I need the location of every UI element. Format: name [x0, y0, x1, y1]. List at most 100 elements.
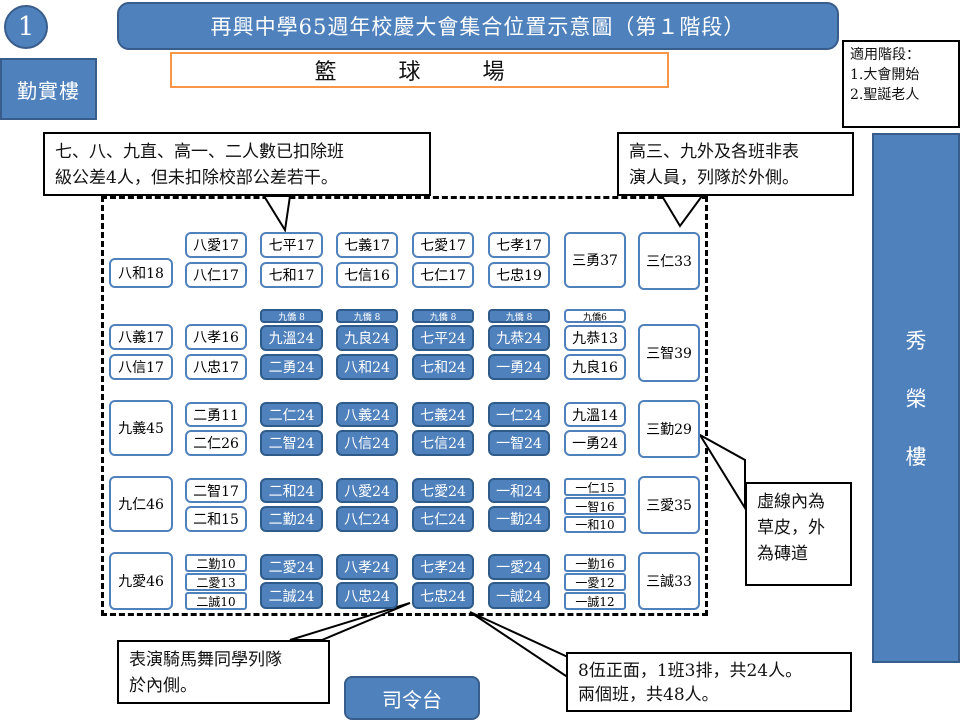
class-cell: 三愛35	[638, 476, 700, 534]
class-cell: 九義45	[109, 400, 173, 456]
class-cell: 一勇24	[488, 354, 550, 380]
callout-text: 演人員，列隊於外側。	[629, 168, 799, 188]
building-xiurong-char: 樓	[905, 445, 927, 469]
callout-text: 草皮，外	[757, 518, 825, 538]
class-cell: 三誠33	[638, 552, 700, 610]
class-cell: 二智17	[185, 478, 247, 503]
class-cell: 三智39	[638, 324, 700, 382]
callout-text: 虛線內為	[757, 492, 825, 512]
pointer-top-left	[262, 195, 292, 233]
stage-number-badge: 1	[4, 5, 48, 49]
class-cell: 八忠24	[336, 582, 398, 609]
callout-text: 級公差4人，但未扣除校部公差若干。	[55, 168, 338, 188]
class-cell: 七義24	[412, 402, 474, 427]
class-cell: 八信17	[109, 354, 173, 380]
callout-bottom-left: 表演騎馬舞同學列隊 於內側。	[117, 640, 330, 704]
class-cell: 七和17	[260, 262, 323, 288]
diagram-title: 再興中學65週年校慶大會集合位置示意圖（第１階段）	[117, 2, 839, 50]
class-cell-small: 九僑6	[564, 309, 626, 323]
class-cell: 三勤29	[638, 400, 700, 458]
basketball-court: 籃 球 場	[170, 52, 669, 88]
building-xiurong-char: 榮	[905, 387, 927, 411]
class-cell: 九溫24	[260, 325, 323, 351]
class-cell-small: 九僑 8	[488, 309, 550, 323]
class-cell: 七和24	[412, 354, 474, 380]
class-cell: 一愛24	[488, 554, 550, 580]
phase-heading: 適用階段：	[850, 47, 920, 63]
class-cell: 二仁24	[260, 402, 323, 427]
class-cell: 九愛46	[109, 552, 173, 610]
class-cell: 七信24	[412, 430, 474, 456]
class-cell: 一仁15	[564, 478, 626, 496]
class-cell: 一愛12	[564, 573, 626, 591]
pointer-top-right	[660, 195, 704, 228]
class-cell: 二誠24	[260, 582, 323, 609]
class-cell-small: 九僑 8	[260, 309, 323, 323]
callout-bottom-right: 8伍正面，1班3排，共24人。 兩個班，共48人。	[566, 652, 852, 712]
class-cell: 七孝24	[412, 554, 474, 580]
class-cell: 二和24	[260, 478, 323, 503]
class-cell: 九恭13	[564, 325, 626, 351]
class-cell: 一仁24	[488, 402, 550, 427]
class-cell: 八孝24	[336, 554, 398, 580]
callout-top-right: 高三、九外及各班非表 演人員，列隊於外側。	[617, 132, 854, 196]
class-cell: 二和15	[185, 506, 247, 532]
class-cell: 七信16	[336, 262, 398, 288]
class-cell: 八義24	[336, 402, 398, 427]
callout-text: 兩個班，共48人。	[578, 685, 719, 705]
class-cell: 八仁17	[185, 262, 247, 288]
class-cell: 二勇11	[185, 402, 247, 427]
class-cell: 三勇37	[564, 232, 626, 288]
class-cell: 一勤16	[564, 554, 626, 572]
class-cell: 八義17	[109, 324, 173, 350]
class-cell: 七平24	[412, 325, 474, 351]
callout-text: 8伍正面，1班3排，共24人。	[578, 661, 803, 681]
class-cell: 七愛17	[412, 232, 474, 258]
class-cell: 二智24	[260, 430, 323, 456]
class-cell: 二誠10	[185, 592, 247, 610]
class-cell-small: 九僑 8	[412, 309, 474, 323]
pointer-right	[697, 432, 746, 512]
lawn-boundary	[101, 196, 708, 616]
class-cell: 七忠24	[412, 582, 474, 609]
class-cell: 一和10	[564, 516, 626, 533]
phase-item-1: 1.大會開始	[850, 67, 920, 83]
class-cell: 一勤24	[488, 506, 550, 532]
phase-item-2: 2.聖誕老人	[850, 87, 920, 103]
class-cell: 二勤10	[185, 554, 247, 572]
class-cell: 二勇24	[260, 354, 323, 380]
building-xiurong-char: 秀	[905, 329, 927, 353]
class-cell: 一智24	[488, 430, 550, 456]
class-cell: 一誠24	[488, 582, 550, 609]
class-cell: 七仁24	[412, 506, 474, 532]
class-cell: 二勤24	[260, 506, 323, 532]
class-cell: 二愛13	[185, 573, 247, 591]
pointer-bottom-right	[469, 611, 574, 682]
class-cell: 八愛24	[336, 478, 398, 503]
class-cell: 三仁33	[638, 232, 700, 290]
class-cell: 八忠17	[185, 354, 247, 380]
class-cell: 八和24	[336, 354, 398, 380]
class-cell: 七愛24	[412, 478, 474, 503]
class-cell: 一智16	[564, 497, 626, 515]
class-cell: 七孝17	[488, 232, 550, 258]
class-cell: 九良24	[336, 325, 398, 351]
callout-text: 於內側。	[129, 676, 197, 696]
class-cell: 八和18	[109, 258, 173, 288]
class-cell: 九良16	[564, 354, 626, 380]
class-cell: 七忠19	[488, 262, 550, 288]
class-cell: 八愛17	[185, 232, 247, 258]
class-cell: 七平17	[260, 232, 323, 258]
class-cell-small: 九僑 8	[336, 309, 398, 323]
class-cell: 二仁26	[185, 430, 247, 456]
callout-text: 七、八、九直、高一、二人數已扣除班	[55, 142, 344, 162]
class-cell: 八信24	[336, 430, 398, 456]
class-cell: 八孝16	[185, 324, 247, 350]
callout-text: 為磚道	[757, 544, 808, 564]
class-cell: 九仁46	[109, 476, 173, 532]
building-qinshi: 勤實樓	[0, 58, 97, 120]
class-cell: 七仁17	[412, 262, 474, 288]
class-cell: 八仁24	[336, 506, 398, 532]
class-cell: 九溫14	[564, 402, 626, 427]
